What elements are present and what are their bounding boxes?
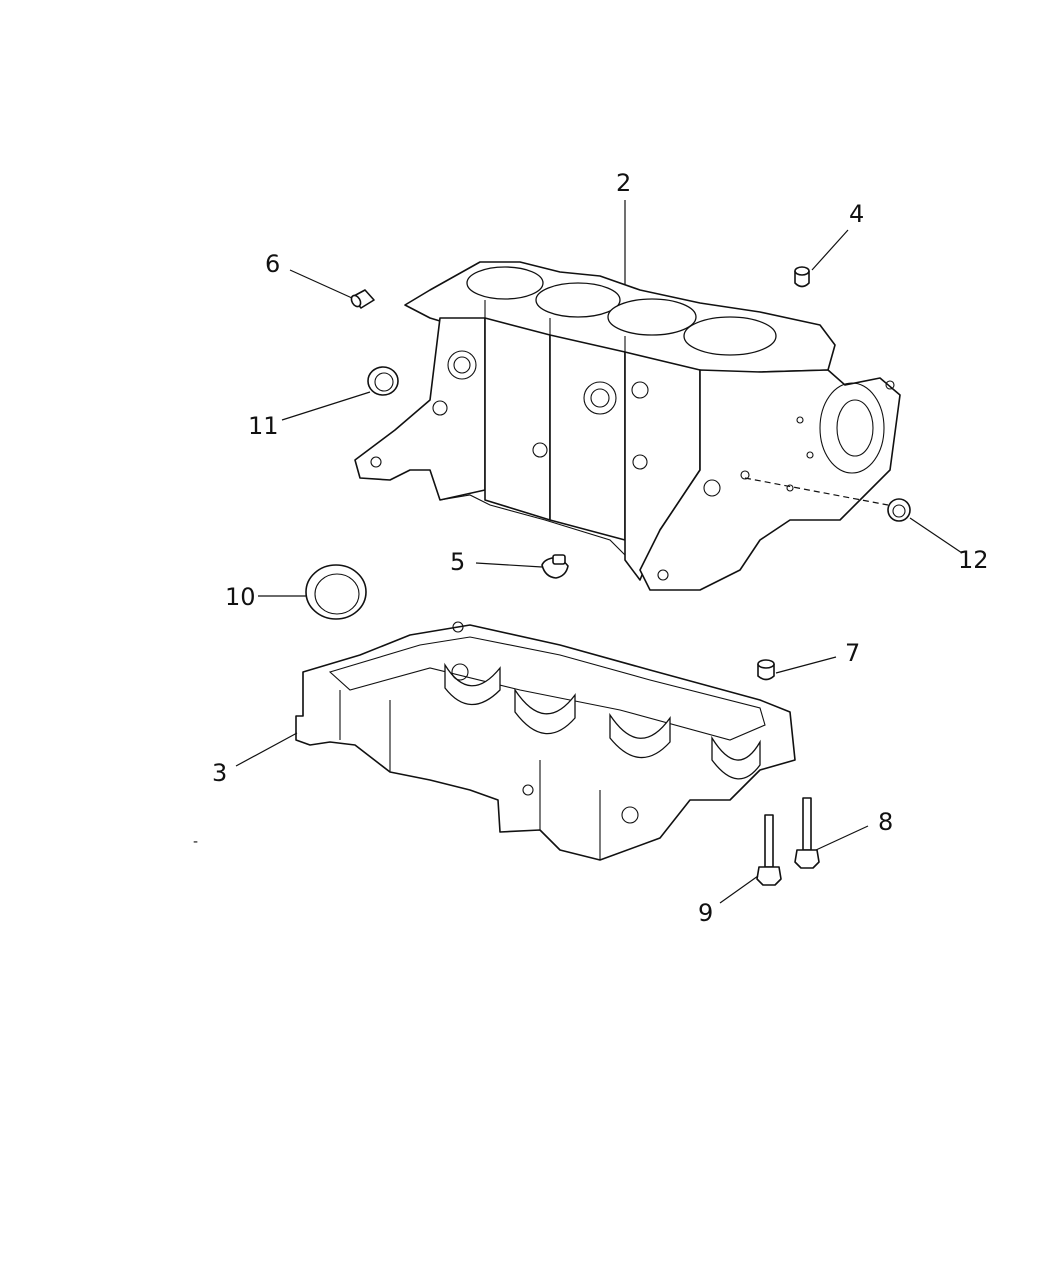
callout-3: 3 bbox=[212, 759, 227, 787]
dowel-7 bbox=[757, 659, 775, 681]
leader-8 bbox=[815, 825, 869, 851]
leader-7 bbox=[775, 656, 837, 674]
seal-10 bbox=[305, 564, 367, 620]
plug-5 bbox=[541, 554, 569, 579]
leader-5 bbox=[475, 562, 543, 568]
leader-lines bbox=[235, 200, 963, 904]
leader-6 bbox=[289, 269, 353, 299]
leader-9 bbox=[719, 875, 759, 904]
callout-4: 4 bbox=[849, 200, 864, 228]
seal-11 bbox=[367, 366, 399, 396]
callout-12: 12 bbox=[958, 546, 989, 574]
callout-11: 11 bbox=[248, 412, 279, 440]
bolt-9 bbox=[756, 814, 782, 886]
leader-12-dash bbox=[744, 477, 889, 506]
callout-10: 10 bbox=[225, 583, 256, 611]
callout-6: 6 bbox=[265, 250, 280, 278]
callout-9: 9 bbox=[698, 899, 713, 927]
stray-mark: - bbox=[193, 834, 198, 850]
leader-12 bbox=[909, 517, 963, 554]
callout-7: 7 bbox=[845, 639, 860, 667]
leader-4 bbox=[811, 229, 849, 271]
bedplate bbox=[295, 621, 796, 861]
plug-12 bbox=[887, 498, 911, 522]
callout-8: 8 bbox=[878, 808, 893, 836]
callout-5: 5 bbox=[450, 548, 465, 576]
leader-11 bbox=[281, 391, 371, 421]
dowel-4 bbox=[794, 266, 810, 288]
bolt-8 bbox=[794, 797, 820, 869]
dowel-6 bbox=[350, 289, 375, 309]
callout-2: 2 bbox=[616, 169, 631, 197]
callout-labels: 2 3 4 5 6 7 8 9 10 11 12 - bbox=[193, 169, 989, 927]
engine-block bbox=[354, 261, 901, 591]
leader-3 bbox=[235, 732, 298, 767]
